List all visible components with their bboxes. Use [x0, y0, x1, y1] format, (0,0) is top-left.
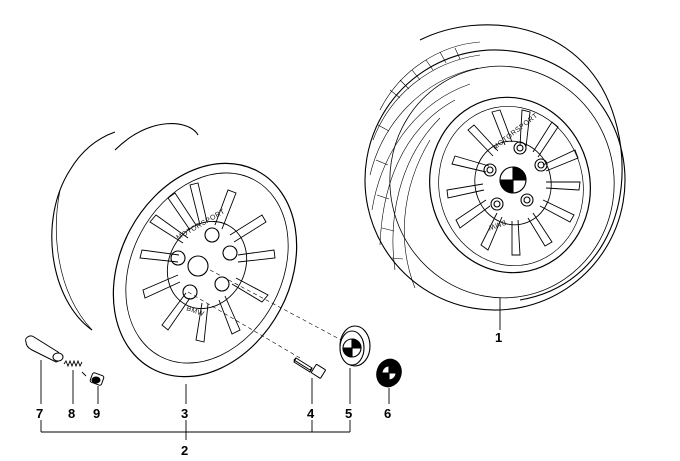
light-alloy-rim[interactable]: [51, 123, 333, 409]
hub-cap[interactable]: [339, 325, 371, 367]
valve-insert[interactable]: [63, 359, 87, 377]
wheel-bolt[interactable]: [293, 357, 326, 379]
tire-tread-pattern: [369, 41, 481, 289]
callout-4: 4: [307, 406, 315, 421]
rim-spokes: [139, 182, 276, 343]
callout-5: 5: [345, 406, 352, 421]
front-rim-motorsport-text: MOTORSPORT: [492, 112, 540, 151]
front-wheel-spokes: [446, 109, 581, 256]
callout-leaders: [40, 298, 501, 440]
rim-bmw-text: BMW: [185, 305, 205, 318]
callout-8: 8: [68, 406, 75, 421]
valve-stem[interactable]: [25, 335, 64, 363]
callout-3: 3: [181, 406, 188, 421]
callout-1: 1: [495, 330, 502, 345]
valve-cap[interactable]: [89, 372, 105, 386]
complete-wheel-assembly[interactable]: [341, 24, 649, 334]
callout-6: 6: [384, 406, 391, 421]
callout-9: 9: [93, 406, 100, 421]
callout-2: 2: [181, 443, 188, 458]
bmw-emblem[interactable]: [373, 356, 405, 391]
assembly-guide-lines: [187, 269, 346, 359]
callout-7: 7: [36, 406, 43, 421]
